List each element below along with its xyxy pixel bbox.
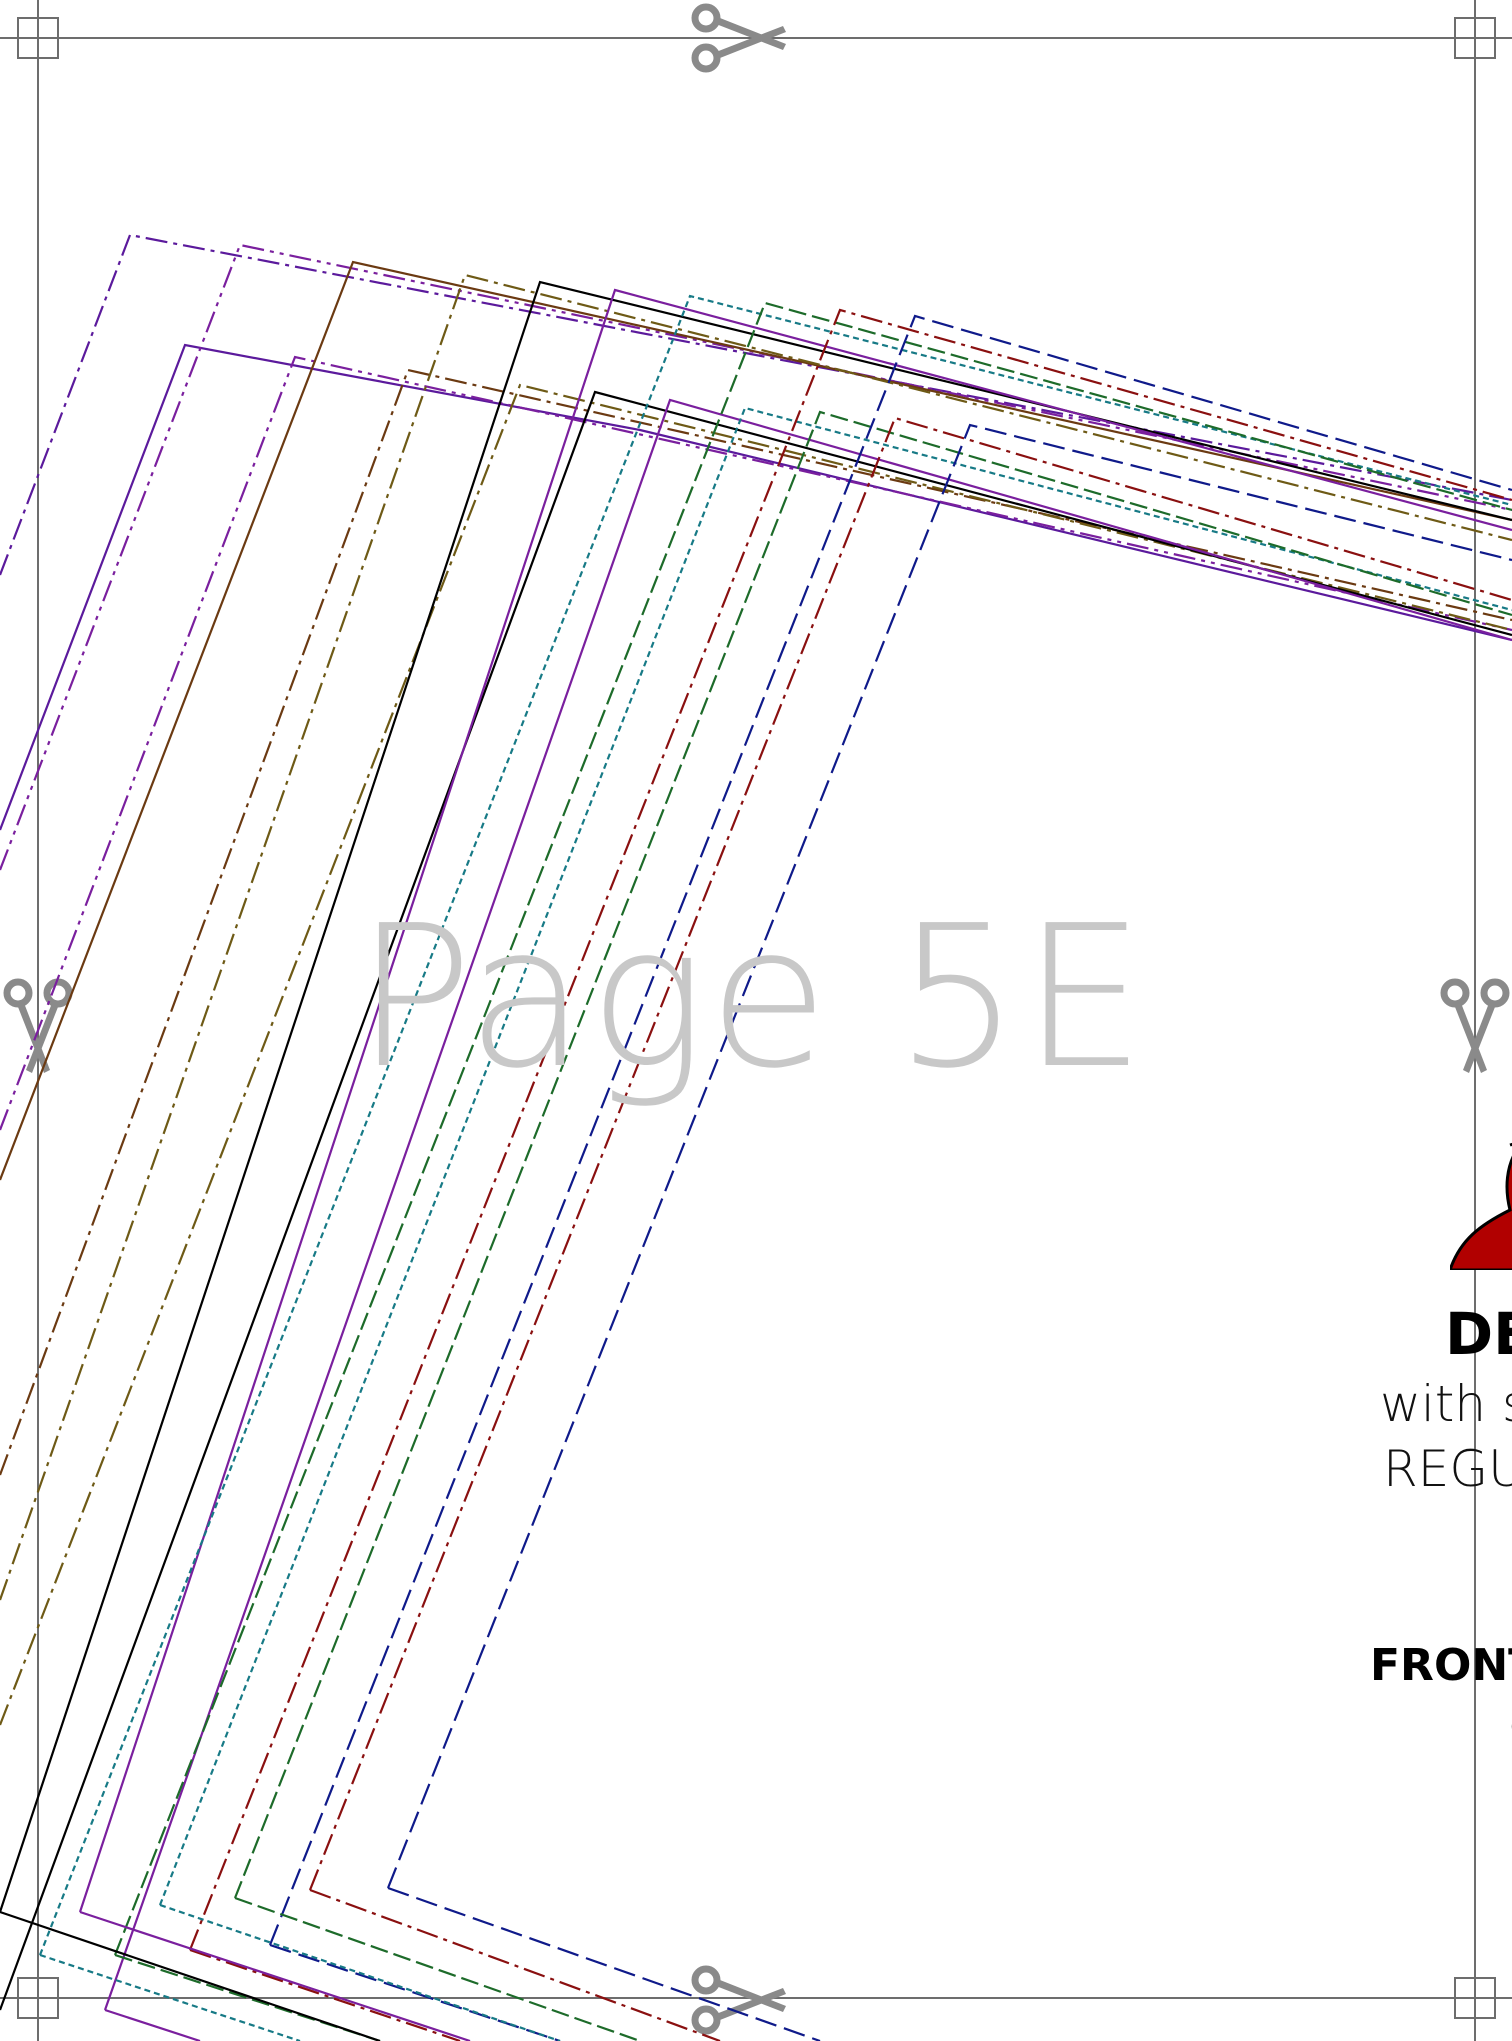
size-line (387, 1886, 821, 2041)
design-subtitle: with s (1380, 1375, 1512, 1433)
pattern-title-block: DE with s REGU FRONT ( (1350, 1130, 1512, 1780)
size-line (386, 423, 1512, 1889)
pattern-size-lines (0, 233, 1512, 2041)
size-line (0, 260, 1512, 1181)
scissors-icon (1440, 978, 1510, 1073)
size-line (38, 294, 1512, 1956)
size-line (78, 288, 1512, 1913)
size-line (113, 301, 1512, 1956)
size-line (0, 280, 1512, 1913)
size-line (233, 410, 1512, 1899)
size-line (0, 273, 1512, 1601)
size-line (0, 355, 1512, 1131)
size-line (0, 343, 1512, 831)
size-line (0, 390, 1512, 2011)
size-line (189, 1948, 461, 2041)
size-line (104, 2008, 201, 2041)
size-line (268, 314, 1512, 1946)
registration-square-icon (17, 17, 1496, 2019)
size-line (39, 1953, 301, 2041)
size-line (79, 1910, 471, 2041)
design-title: DE (1445, 1300, 1512, 1368)
size-line (103, 398, 1512, 2011)
size-line (159, 1903, 561, 2041)
scissors-icon (691, 1965, 786, 2035)
dress-logo-icon (1450, 1142, 1512, 1270)
piece-name: FRONT (1370, 1640, 1512, 1691)
design-size: REGU (1383, 1440, 1512, 1498)
piece-note: ( (1508, 1700, 1512, 1751)
size-line (0, 1910, 381, 2041)
size-line (0, 368, 1512, 1476)
page-label: Page 5E (355, 884, 1148, 1112)
size-line (0, 243, 1512, 871)
size-line (0, 233, 1512, 576)
size-line (308, 416, 1512, 1891)
scissors-icon (691, 3, 786, 73)
size-line (309, 1888, 721, 2041)
size-line (234, 1896, 641, 2041)
size-line (188, 308, 1512, 1951)
size-line (158, 406, 1512, 1906)
